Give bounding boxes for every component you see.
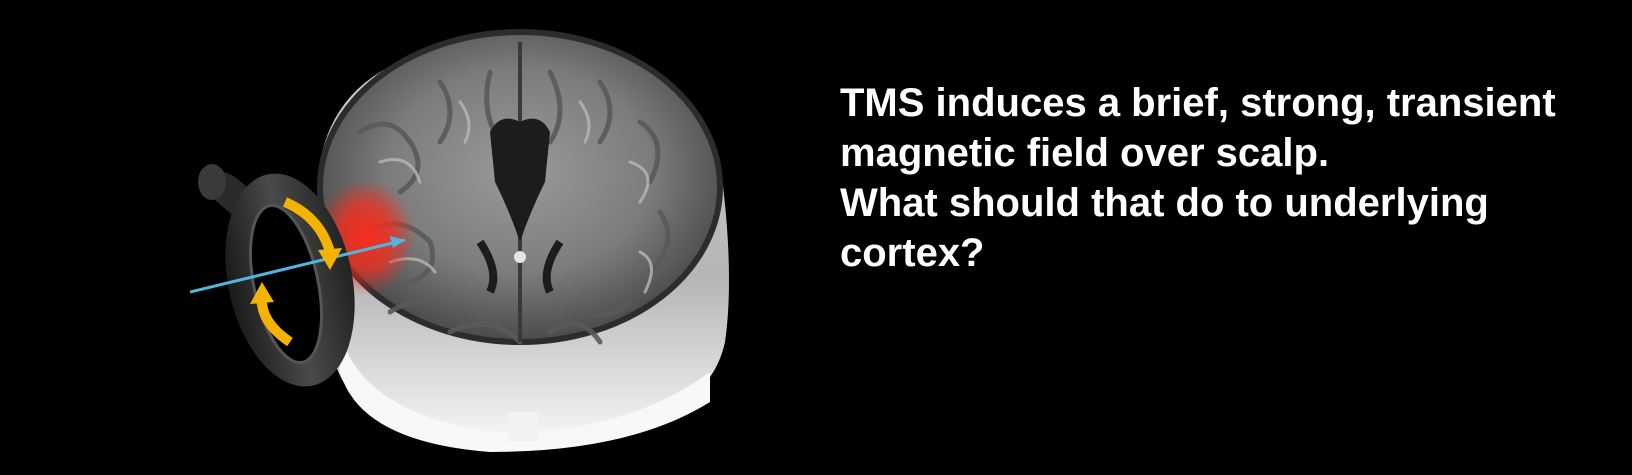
ventricles	[490, 118, 550, 242]
brain-mri-icon	[190, 29, 729, 452]
caption-line-1: TMS induces a brief, strong, transient	[840, 81, 1556, 125]
current-arrow-top	[282, 197, 335, 254]
caption-text: TMS induces a brief, strong, transient m…	[840, 78, 1600, 278]
magnetic-field-line	[190, 238, 406, 294]
caption-line-2: magnetic field over scalp.	[840, 131, 1330, 175]
caption-line-4: cortex?	[840, 231, 985, 275]
caption-line-3: What should that do to underlying	[840, 181, 1489, 225]
tms-figure	[190, 12, 770, 462]
